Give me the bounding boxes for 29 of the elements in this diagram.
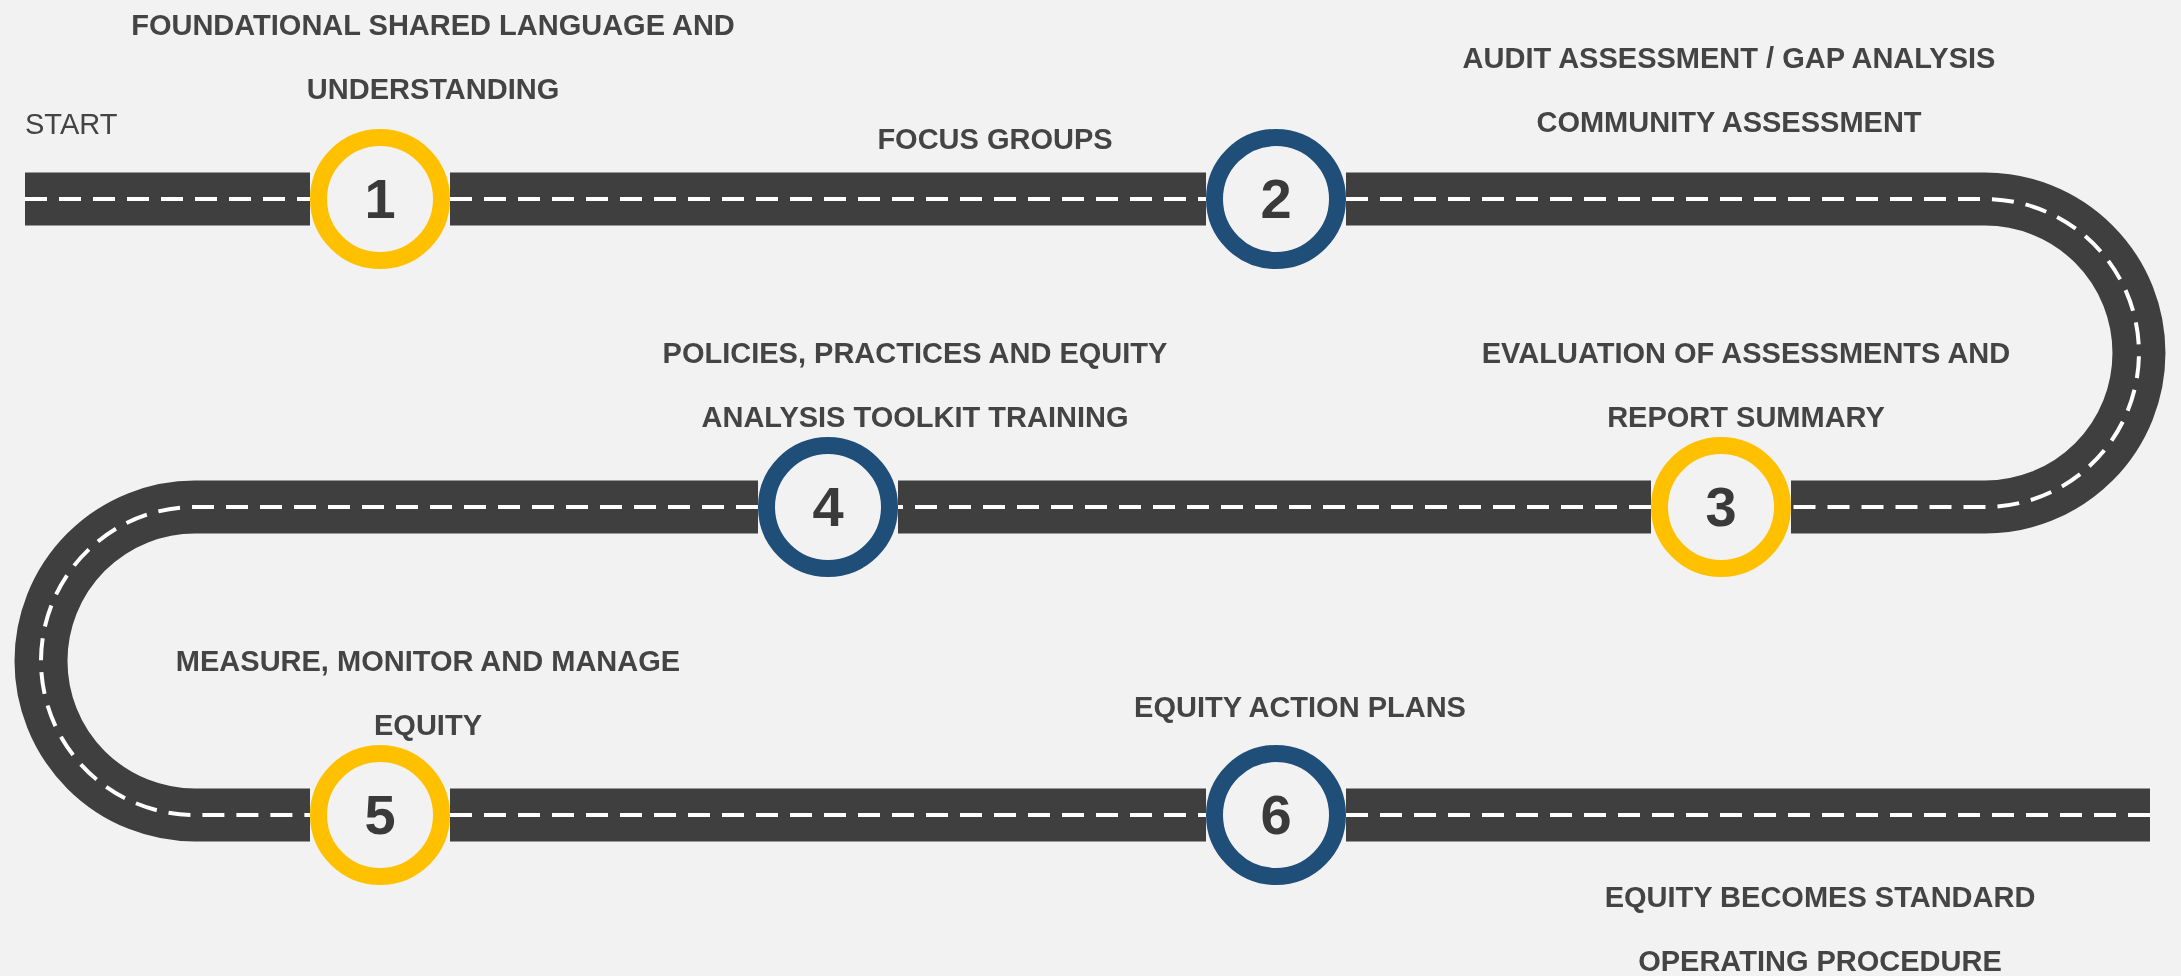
road [1346,172,2166,534]
road [898,480,1651,534]
step-caption: EVALUATION OF ASSESSMENTS AND REPORT SUMMARY [1480,336,2012,435]
step-marker [310,129,450,269]
end-label: EQUITY BECOMES STANDARD OPERATING PROCEDURE [1603,880,2037,976]
start-label: START [25,107,118,142]
step-caption: AUDIT ASSESSMENT / GAP ANALYSIS [1462,41,1996,76]
step-marker [1651,437,1791,577]
step-marker [310,745,450,885]
step-marker [758,437,898,577]
step-number: 3 [1704,474,1738,540]
road [450,788,1206,842]
road [1346,788,2150,842]
step-number: 5 [363,782,397,848]
step-number: 1 [363,166,397,232]
step-number: 2 [1259,166,1293,232]
road [14,480,758,842]
road [450,172,1206,226]
step-caption: FOCUS GROUPS [877,122,1113,157]
step-number: 4 [811,474,845,540]
step-number: 6 [1259,782,1293,848]
step-marker [1206,745,1346,885]
step-marker [1206,129,1346,269]
step-caption: COMMUNITY ASSESSMENT [1536,105,1922,140]
step-caption: FOUNDATIONAL SHARED LANGUAGE AND UNDERSTANDING [130,8,736,107]
step-caption: POLICIES, PRACTICES AND EQUITY ANALYSIS TOOLKIT TRAINING [661,336,1169,435]
step-caption: EQUITY ACTION PLANS [1134,690,1466,725]
road [25,172,310,226]
step-caption: MEASURE, MONITOR AND MANAGE EQUITY [174,644,682,743]
